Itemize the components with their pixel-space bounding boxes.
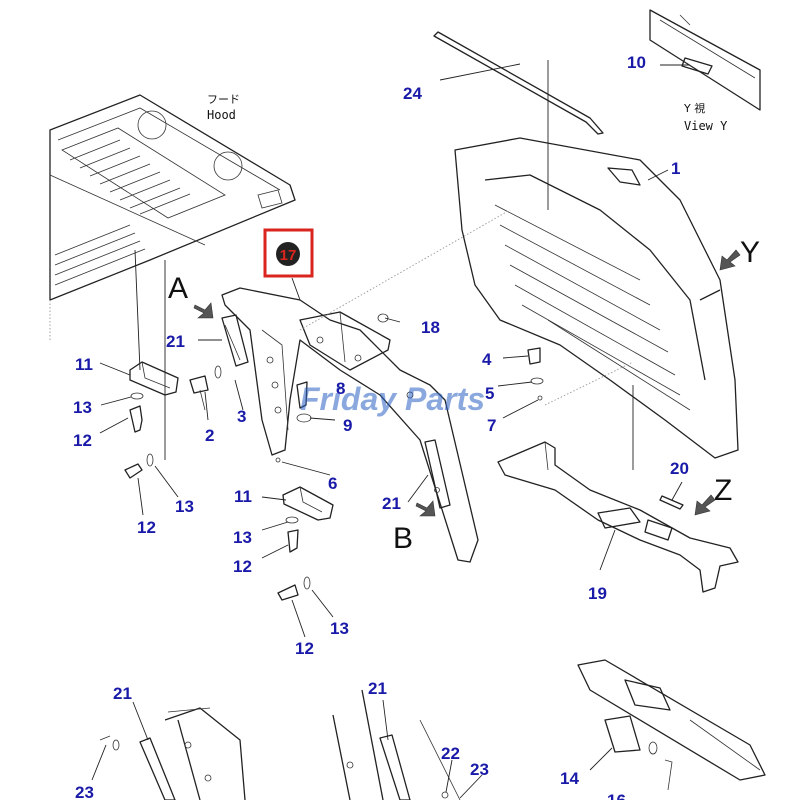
callout-8[interactable]: 8 xyxy=(336,379,345,398)
callout-21-detail-b[interactable]: 21 xyxy=(368,679,387,698)
callout-7[interactable]: 7 xyxy=(487,416,496,435)
hood-label-jp: フード xyxy=(207,93,240,106)
highlight-box xyxy=(263,228,314,278)
callout-24[interactable]: 24 xyxy=(403,84,422,103)
watermark-text-2: Parts xyxy=(405,381,485,417)
view-arrow-z xyxy=(694,494,716,516)
bracket-assembly xyxy=(497,441,739,593)
callout-21-right[interactable]: 21 xyxy=(382,494,401,513)
callout-23-b[interactable]: 23 xyxy=(470,760,489,779)
callout-12-c[interactable]: 12 xyxy=(233,557,252,576)
callout-13-b[interactable]: 13 xyxy=(175,497,194,516)
watermark-text-1: Friday xyxy=(300,381,398,417)
callout-21-left[interactable]: 21 xyxy=(166,332,185,351)
view-y-detail: Y 視 View Y xyxy=(649,9,761,133)
callout-22[interactable]: 22 xyxy=(441,744,460,763)
callout-10[interactable]: 10 xyxy=(627,53,646,72)
seal-strip xyxy=(433,31,604,135)
view-y-label-en: View Y xyxy=(684,119,728,133)
callout-13-c[interactable]: 13 xyxy=(233,528,252,547)
washers xyxy=(130,313,544,590)
callout-12-b[interactable]: 12 xyxy=(137,518,156,537)
callout-4[interactable]: 4 xyxy=(482,350,492,369)
callout-1[interactable]: 1 xyxy=(671,159,680,178)
view-arrow-a xyxy=(193,302,214,319)
view-arrow-y xyxy=(719,249,741,271)
callout-3[interactable]: 3 xyxy=(237,407,246,426)
callout-20[interactable]: 20 xyxy=(670,459,689,478)
callout-2[interactable]: 2 xyxy=(205,426,214,445)
view-letter-z: Z xyxy=(714,474,732,507)
gas-spring-right xyxy=(424,439,451,509)
callout-16[interactable]: 16 xyxy=(607,791,626,800)
callout-13-a[interactable]: 13 xyxy=(73,398,92,417)
callout-5[interactable]: 5 xyxy=(485,384,494,403)
gas-spring-left xyxy=(221,314,249,367)
callout-11-lower[interactable]: 11 xyxy=(234,487,252,506)
hinge-lower xyxy=(282,486,334,521)
detail-c xyxy=(577,659,766,791)
view-y-label-jp: Y 視 xyxy=(683,101,705,115)
hood-panel: フード Hood xyxy=(49,93,296,301)
bolt-12-b xyxy=(124,463,143,479)
bolt-12-a xyxy=(129,405,143,433)
callout-12-a[interactable]: 12 xyxy=(73,431,92,450)
bolt-8 xyxy=(296,381,308,409)
callout-11-upper[interactable]: 11 xyxy=(75,355,93,374)
view-letter-b: B xyxy=(393,522,413,555)
callout-12-d[interactable]: 12 xyxy=(295,639,314,658)
hood-label-en: Hood xyxy=(207,108,236,122)
radiator-grille xyxy=(454,137,739,459)
callout-14[interactable]: 14 xyxy=(560,769,579,788)
callout-18[interactable]: 18 xyxy=(421,318,440,337)
callout-21-detail-a[interactable]: 21 xyxy=(113,684,132,703)
callout-13-d[interactable]: 13 xyxy=(330,619,349,638)
bolt-12-d xyxy=(277,584,299,601)
view-arrow-b xyxy=(415,500,436,517)
callout-6[interactable]: 6 xyxy=(328,474,337,493)
main-frame xyxy=(221,287,479,563)
bolt-12-c xyxy=(287,529,299,553)
callout-19[interactable]: 19 xyxy=(588,584,607,603)
bolt-4 xyxy=(527,347,541,365)
callout-9[interactable]: 9 xyxy=(343,416,352,435)
callout-23-a[interactable]: 23 xyxy=(75,783,94,800)
highlight-number: 17 xyxy=(280,247,297,264)
detail-a xyxy=(99,707,246,800)
leader-lines xyxy=(91,64,690,799)
view-letter-a: A xyxy=(168,272,188,305)
callout-labels: 1 10 24 18 4 5 7 8 9 21 11 13 12 2 3 6 1… xyxy=(73,53,689,800)
highlight-17[interactable]: 17 xyxy=(263,228,314,278)
highlight-marker xyxy=(276,242,300,266)
detail-b xyxy=(332,689,461,800)
hinge-upper xyxy=(129,361,179,396)
bolt-2 xyxy=(189,375,209,411)
watermark: Friday Parts xyxy=(300,381,485,417)
view-letter-y: Y xyxy=(740,236,760,269)
